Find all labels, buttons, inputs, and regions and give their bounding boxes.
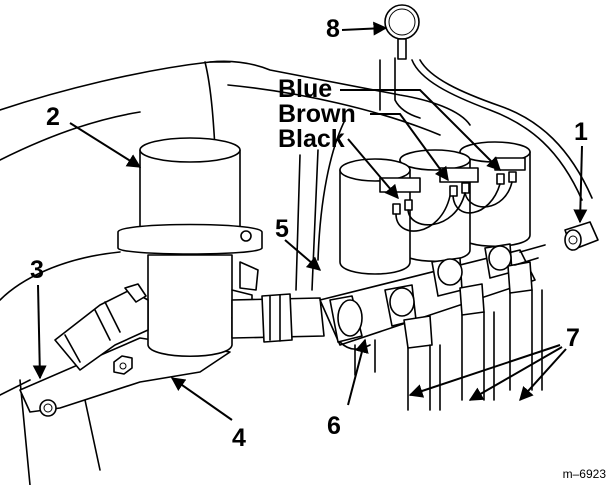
callout-4: 4 [232,424,246,452]
wire-label-blue: Blue [278,75,332,103]
coolant-tubes [354,289,543,411]
callout-3: 3 [30,256,44,284]
leader-lines [32,21,588,421]
inlet-fitting [514,221,599,266]
figure-id: m–6923 [563,467,607,481]
inlet-hose [54,283,149,371]
callout-8: 8 [326,15,340,43]
outlet-pipe [231,293,325,343]
callout-7: 7 [566,324,580,352]
wire-label-brown: Brown [278,100,356,128]
manifold-block [319,249,536,350]
filter-canister [117,137,263,357]
callout-5: 5 [275,215,289,243]
pressure-gauge [384,4,420,60]
outlet-fittings [384,243,533,349]
machine-frame [0,57,593,485]
callout-1: 1 [574,118,588,146]
callout-6: 6 [327,412,341,440]
wire-label-black: Black [278,125,345,153]
callout-2: 2 [46,103,60,131]
